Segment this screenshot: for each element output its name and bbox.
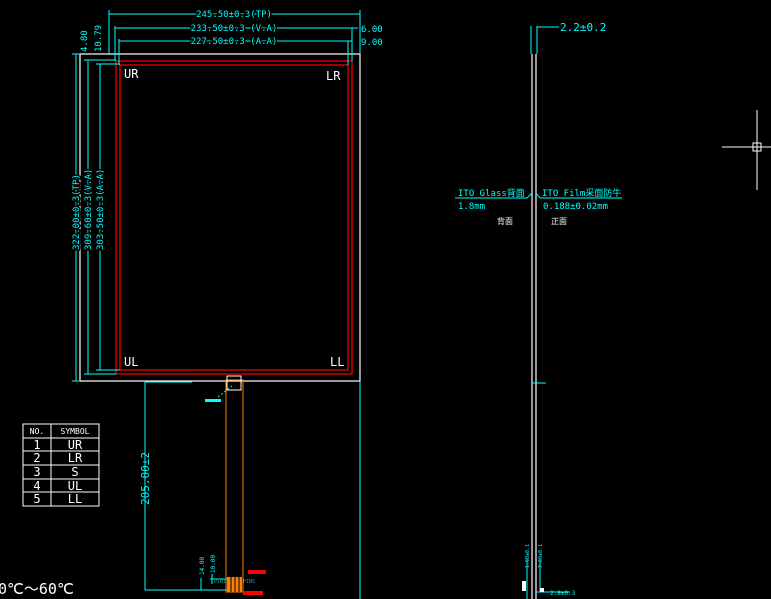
tail-connector-box <box>226 375 242 391</box>
side-view-profile <box>531 54 537 599</box>
dim-width-aa: 227.50±0.3 (A.A) <box>191 37 278 47</box>
table-cell: LR <box>68 451 83 465</box>
dim-left-top2: 10.79 <box>94 25 104 52</box>
dimension-lines <box>72 10 361 599</box>
pin-label: PIN5 <box>243 579 255 585</box>
film-thickness: 0.188±0.02mm <box>543 202 608 212</box>
dim-right-aa: 9.00 <box>361 38 383 48</box>
table-cell: 4 <box>33 479 40 493</box>
table-cell: UL <box>68 479 82 493</box>
corner-ur: UR <box>124 67 139 81</box>
tail-dim2: 10.00 <box>210 555 217 573</box>
pin-marker-top <box>248 570 266 574</box>
view-area-outline <box>115 60 353 375</box>
dim-left-top1: 4.80 <box>80 30 90 52</box>
corner-lr: LR <box>326 69 341 83</box>
film-label: ITO Film采面防牛 <box>542 187 621 199</box>
table-cell: LL <box>68 492 82 506</box>
symbol-table <box>22 423 100 507</box>
table-cell: 1 <box>33 438 40 452</box>
tail-marker <box>205 399 221 402</box>
back-label: 背面 <box>497 216 513 226</box>
dim-width-va: 233.50±0.3 (V.A) <box>191 24 278 34</box>
bottom-dim3: 2.8±0.3 <box>550 590 576 597</box>
pin-marker-bottom <box>243 591 263 595</box>
side-view-dimension-lines <box>455 26 622 599</box>
table-cell: UR <box>68 438 83 452</box>
dim-height-tp: 322.00±0.3(TP) <box>72 174 82 250</box>
dim-width-tp: 245.50±0.3(TP) <box>196 10 272 20</box>
glass-label: ITO Glass背面 <box>458 187 525 199</box>
corner-ul: UL <box>124 355 138 369</box>
tail-length: 205.00±2 <box>139 452 152 505</box>
crosshair-cursor-icon <box>722 110 771 190</box>
dim-right-va: 6.00 <box>361 25 383 35</box>
table-cell: S <box>71 465 78 479</box>
touch-panel-outline <box>79 53 361 382</box>
bottom-dim1: 1.00±0.1 <box>525 544 531 568</box>
glass-thickness: 1.8mm <box>458 202 485 212</box>
table-header-no: NO. <box>30 427 44 436</box>
table-cell: 2 <box>33 451 40 465</box>
table-header-symbol: SYMBOL <box>61 427 90 436</box>
table-cell: 3 <box>33 465 40 479</box>
side-thickness: 2.2±0.2 <box>560 21 606 34</box>
dim-height-aa: 303.50±0.3(A.A) <box>96 169 106 250</box>
active-area-outline <box>119 64 349 371</box>
temperature-range: 0℃～60℃ <box>0 580 74 598</box>
table-cell: 5 <box>33 492 40 506</box>
dim-height-va: 309.60±0.3(V.A) <box>84 169 94 250</box>
pin-label-2: PIN1 <box>214 579 226 585</box>
tail-dim1: 14.00 <box>199 557 206 575</box>
front-label: 正面 <box>551 217 567 226</box>
fpc-tail <box>225 379 244 593</box>
bottom-dim2: 7.00±0.1 <box>538 544 544 568</box>
corner-ll: LL <box>330 355 344 369</box>
table-rows: 1 UR 2 LR 3 S 4 UL 5 LL <box>33 438 83 506</box>
